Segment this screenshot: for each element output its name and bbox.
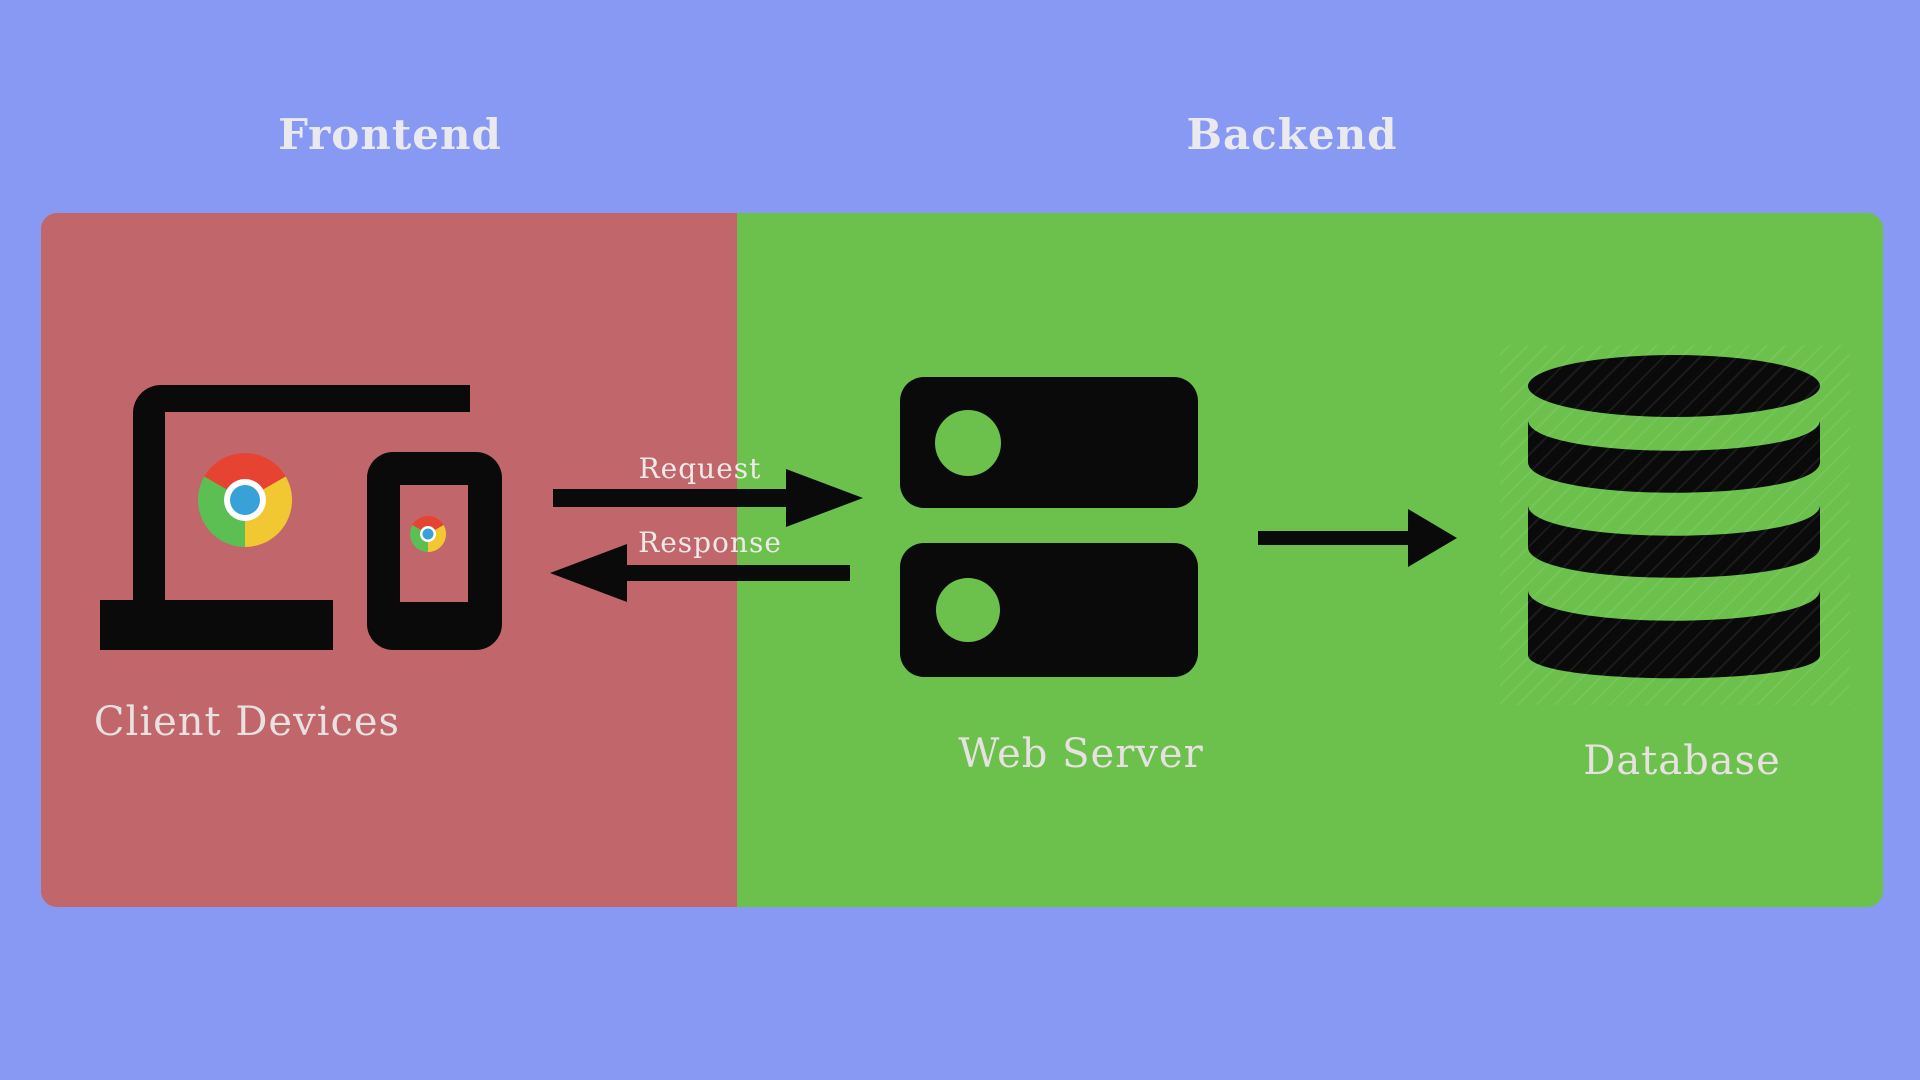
database-icon-area [1500,345,1850,705]
rack-server-icon [900,377,1198,677]
frontend-section-title: Frontend [278,110,502,159]
request-arrow-icon [553,469,863,527]
chrome-logo-small [409,515,447,552]
web-server-label: Web Server [958,731,1204,777]
response-arrow-label: Response [638,526,782,559]
chrome-logo-large [198,453,292,547]
devices-icon [100,385,502,650]
request-arrow-label: Request [638,452,762,485]
database-label: Database [1583,738,1781,784]
response-arrow-icon [550,544,850,602]
phone-icon [367,452,502,650]
server-to-database-arrow-icon [1258,509,1457,567]
database-icon [1528,355,1820,679]
client-devices-label: Client Devices [93,699,401,745]
backend-section-title: Backend [1186,110,1398,159]
laptop-icon [100,385,470,650]
